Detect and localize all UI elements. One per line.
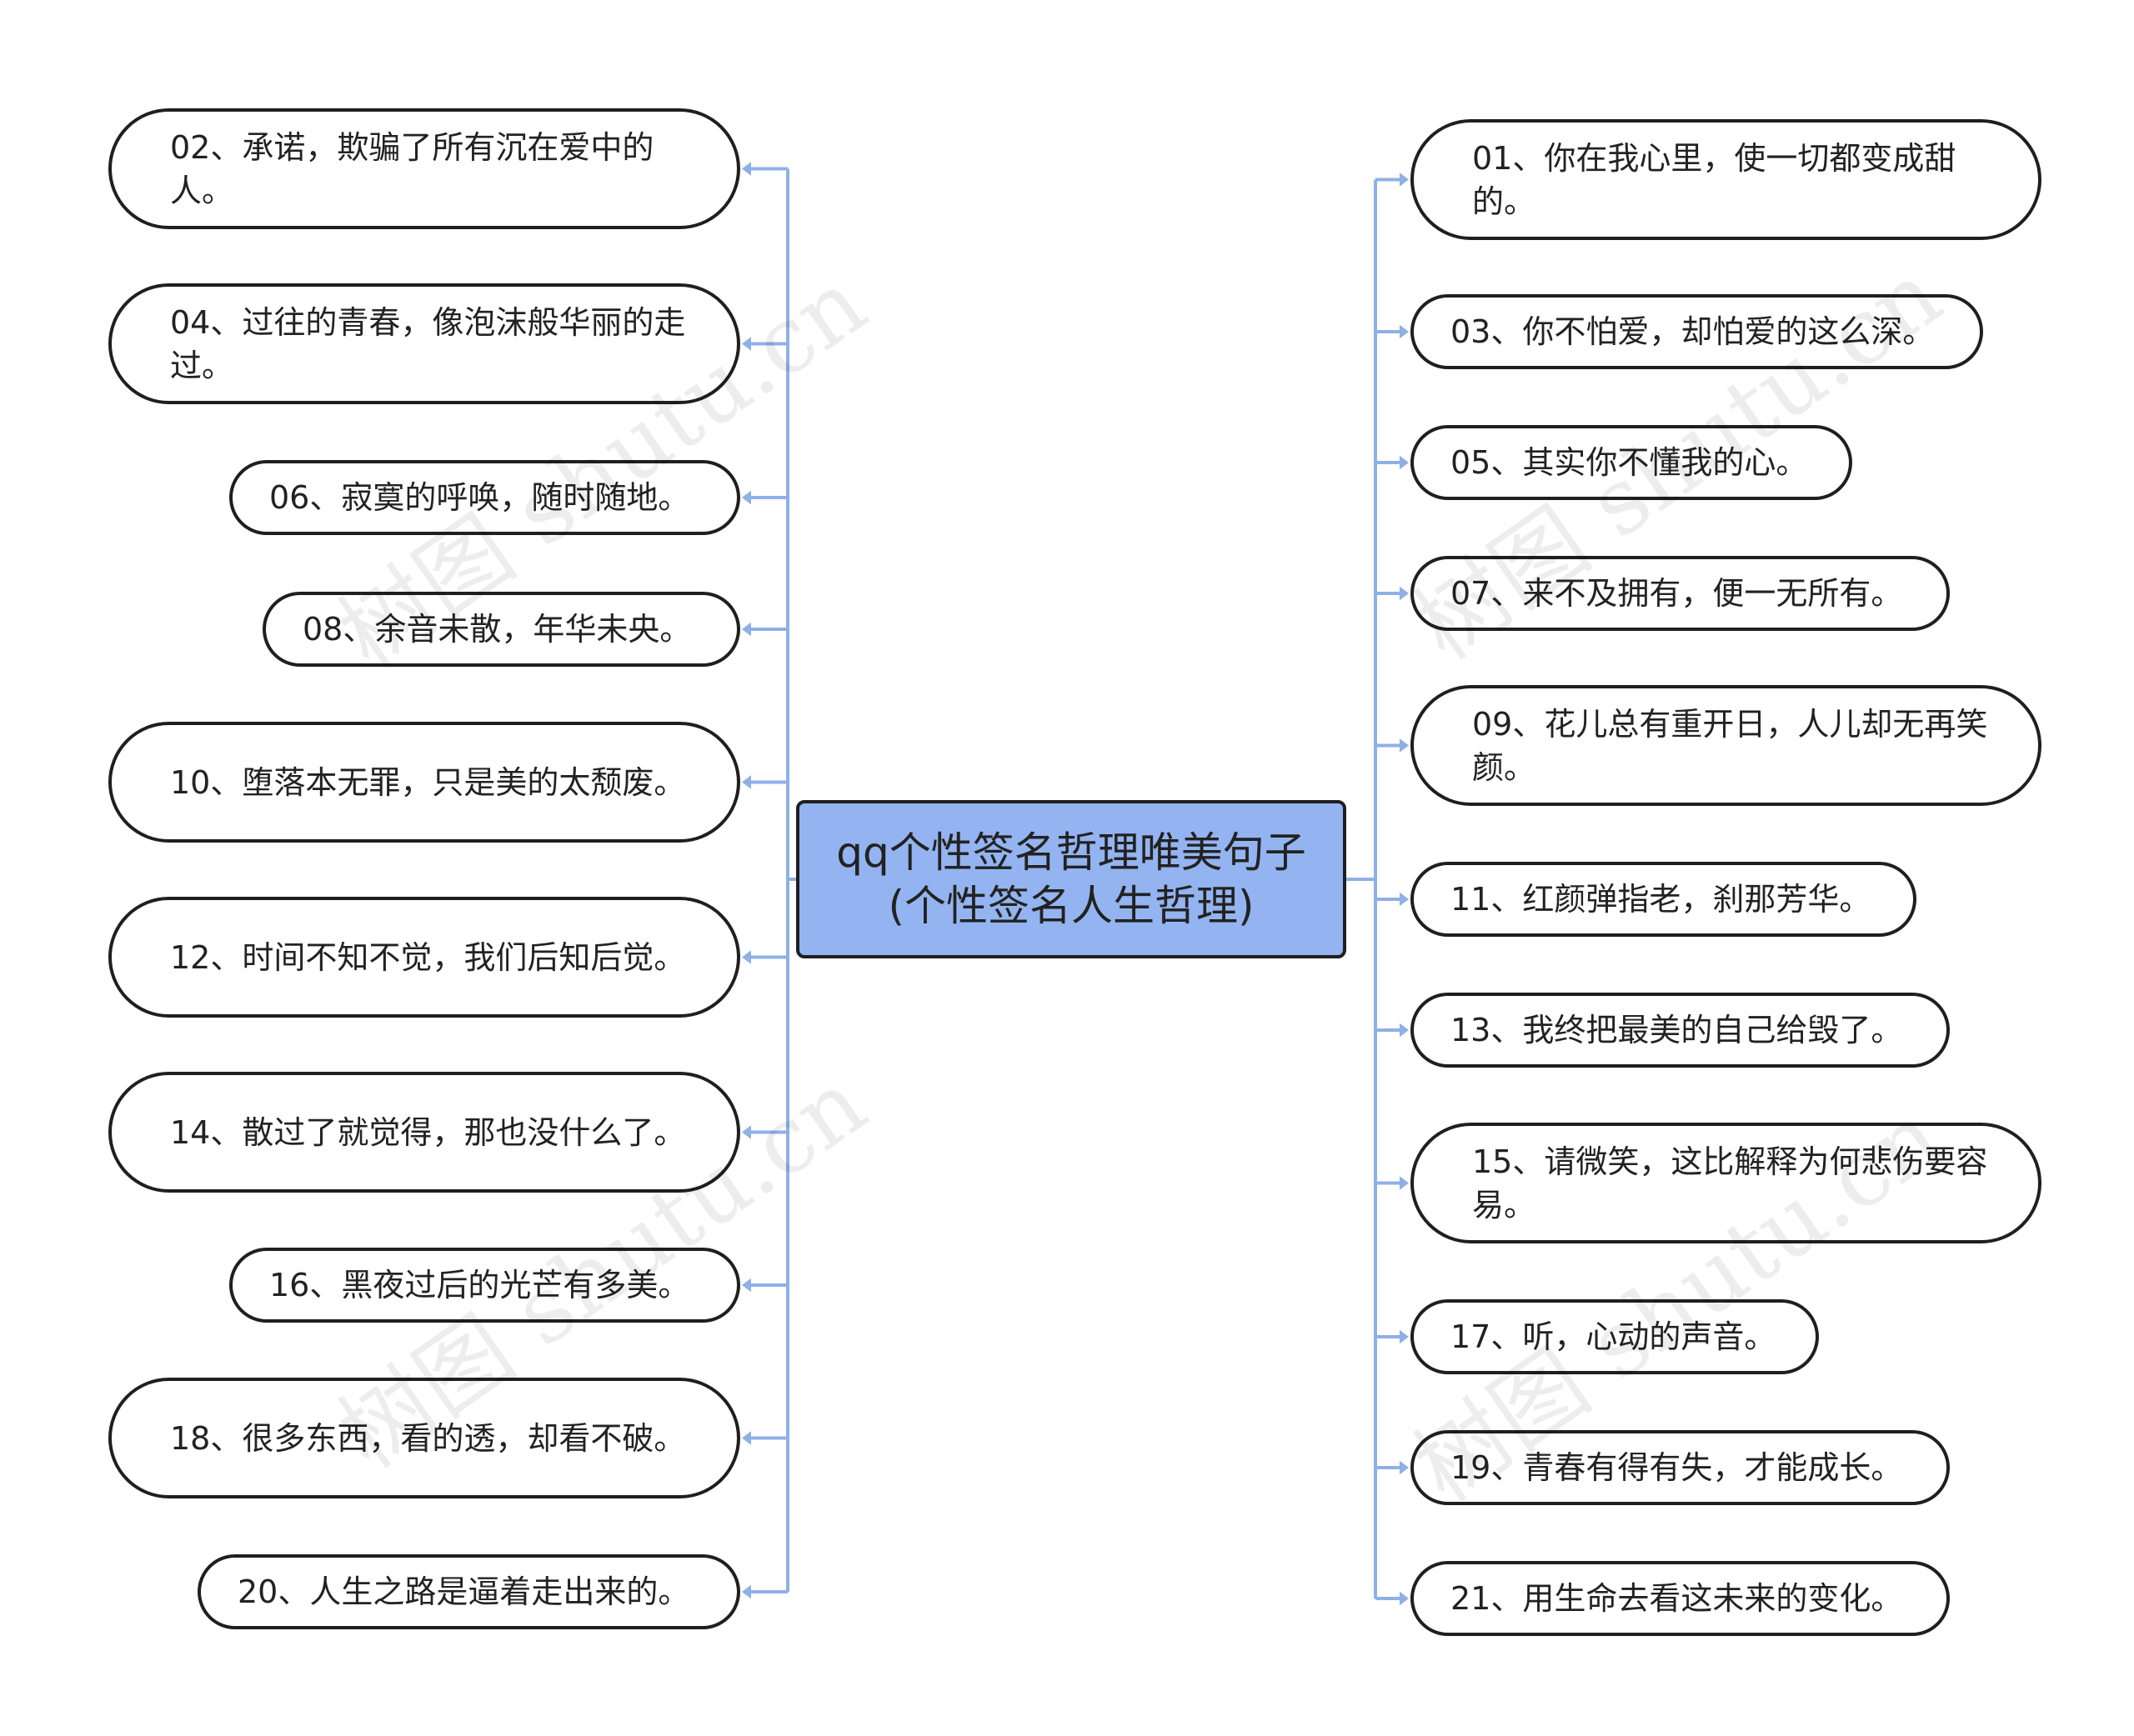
- right-node-2-label: 03、你不怕爱，却怕爱的这么深。: [1450, 313, 1935, 350]
- right-branch-arrow: [1400, 738, 1409, 753]
- left-node-7[interactable]: 14、散过了就觉得，那也没什么了。: [108, 1072, 740, 1193]
- right-branch-arrow: [1400, 892, 1409, 907]
- right-node-9-label: 17、听，心动的声音。: [1450, 1318, 1776, 1355]
- left-node-2-label: 04、过往的青春，像泡沫般华丽的走过。: [170, 303, 686, 384]
- right-branch-arrow: [1400, 173, 1409, 187]
- right-node-2[interactable]: 03、你不怕爱，却怕爱的这么深。: [1410, 294, 1983, 369]
- left-branch-arrow: [742, 1278, 751, 1293]
- right-node-7[interactable]: 13、我终把最美的自己给毁了。: [1410, 993, 1950, 1068]
- left-node-3-label: 06、寂寞的呼唤，随时随地。: [269, 479, 690, 516]
- right-branch-arrow: [1400, 1023, 1409, 1038]
- left-node-5-label: 10、堕落本无罪，只是美的太颓废。: [170, 763, 686, 801]
- right-node-3-label: 05、其实你不懂我的心。: [1450, 444, 1808, 481]
- right-branch-arrow: [1400, 455, 1409, 470]
- right-branch-arrow: [1400, 586, 1409, 601]
- right-node-9[interactable]: 17、听，心动的声音。: [1410, 1299, 1819, 1374]
- left-branch-arrow: [742, 1584, 751, 1599]
- right-node-4[interactable]: 07、来不及拥有，便一无所有。: [1410, 556, 1950, 631]
- right-branch-arrow: [1400, 1176, 1409, 1190]
- right-branch-arrow: [1400, 1329, 1409, 1344]
- right-node-11-label: 21、用生命去看这未来的变化。: [1450, 1580, 1903, 1617]
- left-branch-arrow: [742, 775, 751, 789]
- right-node-6[interactable]: 11、红颜弹指老，刹那芳华。: [1410, 862, 1916, 937]
- right-node-4-label: 07、来不及拥有，便一无所有。: [1450, 575, 1903, 612]
- right-node-8-label: 15、请微笑，这比解释为何悲伤要容易。: [1472, 1143, 1988, 1223]
- left-node-8-label: 16、黑夜过后的光芒有多美。: [269, 1267, 690, 1303]
- left-branch-arrow: [742, 337, 751, 351]
- right-node-1[interactable]: 01、你在我心里，使一切都变成甜的。: [1410, 119, 2041, 240]
- left-branch-arrow: [742, 1125, 751, 1139]
- right-branch-arrow: [1400, 1591, 1409, 1606]
- left-branch-arrow: [742, 162, 751, 176]
- left-node-8[interactable]: 16、黑夜过后的光芒有多美。: [229, 1248, 740, 1323]
- left-branch-arrow: [742, 622, 751, 637]
- left-node-3[interactable]: 06、寂寞的呼唤，随时随地。: [229, 460, 740, 535]
- left-node-9[interactable]: 18、很多东西，看的透，却看不破。: [108, 1378, 740, 1498]
- central-topic[interactable]: qq个性签名哲理唯美句子(个性签名人生哲理): [796, 800, 1346, 958]
- left-branch-arrow: [742, 1431, 751, 1445]
- left-node-6-label: 12、时间不知不觉，我们后知后觉。: [170, 938, 686, 976]
- left-node-2[interactable]: 04、过往的青春，像泡沫般华丽的走过。: [108, 283, 740, 404]
- left-node-5[interactable]: 10、堕落本无罪，只是美的太颓废。: [108, 722, 740, 843]
- central-topic-label: qq个性签名哲理唯美句子(个性签名人生哲理): [836, 828, 1306, 930]
- left-node-10[interactable]: 20、人生之路是逼着走出来的。: [198, 1554, 740, 1629]
- left-branch-arrow: [742, 950, 751, 964]
- right-node-6-label: 11、红颜弹指老，刹那芳华。: [1450, 881, 1871, 918]
- left-branch-arrow: [742, 490, 751, 505]
- left-node-1[interactable]: 02、承诺，欺骗了所有沉在爱中的人。: [108, 108, 740, 229]
- right-node-3[interactable]: 05、其实你不懂我的心。: [1410, 425, 1852, 500]
- left-node-4-label: 08、余音未散，年华未央。: [303, 611, 692, 648]
- right-node-5-label: 09、花儿总有重开日，人儿却无再笑颜。: [1472, 705, 1988, 786]
- right-branch-arrow: [1400, 1460, 1409, 1475]
- right-node-10-label: 19、青春有得有失，才能成长。: [1450, 1449, 1903, 1486]
- right-node-10[interactable]: 19、青春有得有失，才能成长。: [1410, 1430, 1950, 1505]
- left-node-1-label: 02、承诺，欺骗了所有沉在爱中的人。: [170, 128, 654, 209]
- left-node-4[interactable]: 08、余音未散，年华未央。: [263, 592, 740, 667]
- right-node-11[interactable]: 21、用生命去看这未来的变化。: [1410, 1561, 1950, 1636]
- left-node-9-label: 18、很多东西，看的透，却看不破。: [170, 1419, 686, 1457]
- left-node-6[interactable]: 12、时间不知不觉，我们后知后觉。: [108, 897, 740, 1018]
- right-node-1-label: 01、你在我心里，使一切都变成甜的。: [1472, 139, 1956, 220]
- right-node-8[interactable]: 15、请微笑，这比解释为何悲伤要容易。: [1410, 1123, 2041, 1243]
- right-node-7-label: 13、我终把最美的自己给毁了。: [1450, 1012, 1903, 1048]
- left-node-7-label: 14、散过了就觉得，那也没什么了。: [170, 1113, 686, 1151]
- right-node-5[interactable]: 09、花儿总有重开日，人儿却无再笑颜。: [1410, 685, 2041, 806]
- right-branch-arrow: [1400, 324, 1409, 339]
- left-node-10-label: 20、人生之路是逼着走出来的。: [238, 1573, 690, 1610]
